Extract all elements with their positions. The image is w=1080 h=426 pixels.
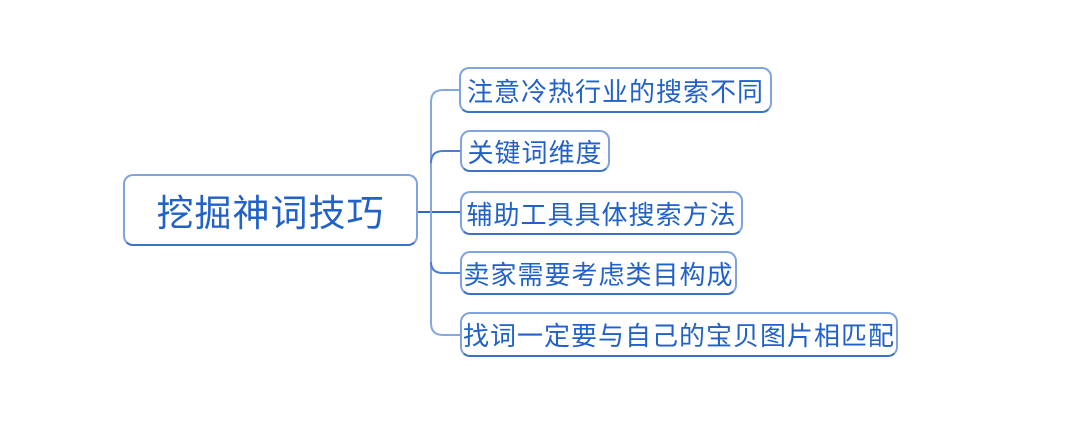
root-node-label: 挖掘神词技巧 xyxy=(156,194,385,235)
child-node-label: 注意冷热行业的搜索不同 xyxy=(466,77,764,107)
child-node-label: 找词一定要与自己的宝贝图片相匹配 xyxy=(462,322,895,351)
child-node-tool-search-method[interactable]: 辅助工具具体搜索方法 xyxy=(460,191,743,235)
child-node-keyword-dimension[interactable]: 关键词维度 xyxy=(460,130,610,172)
child-node-label: 卖家需要考虑类目构成 xyxy=(463,260,734,290)
connector-branch-child-4 xyxy=(430,261,461,274)
child-node-label: 关键词维度 xyxy=(467,138,603,168)
child-node-word-image-match[interactable]: 找词一定要与自己的宝贝图片相匹配 xyxy=(460,312,898,357)
connector-branch-child-2 xyxy=(430,150,461,164)
child-node-industry-search-difference[interactable]: 注意冷热行业的搜索不同 xyxy=(459,67,772,113)
connector-trunk xyxy=(430,89,460,336)
child-node-category-composition[interactable]: 卖家需要考虑类目构成 xyxy=(460,251,737,295)
root-node[interactable]: 挖掘神词技巧 xyxy=(123,174,418,246)
child-node-label: 辅助工具具体搜索方法 xyxy=(466,200,737,230)
